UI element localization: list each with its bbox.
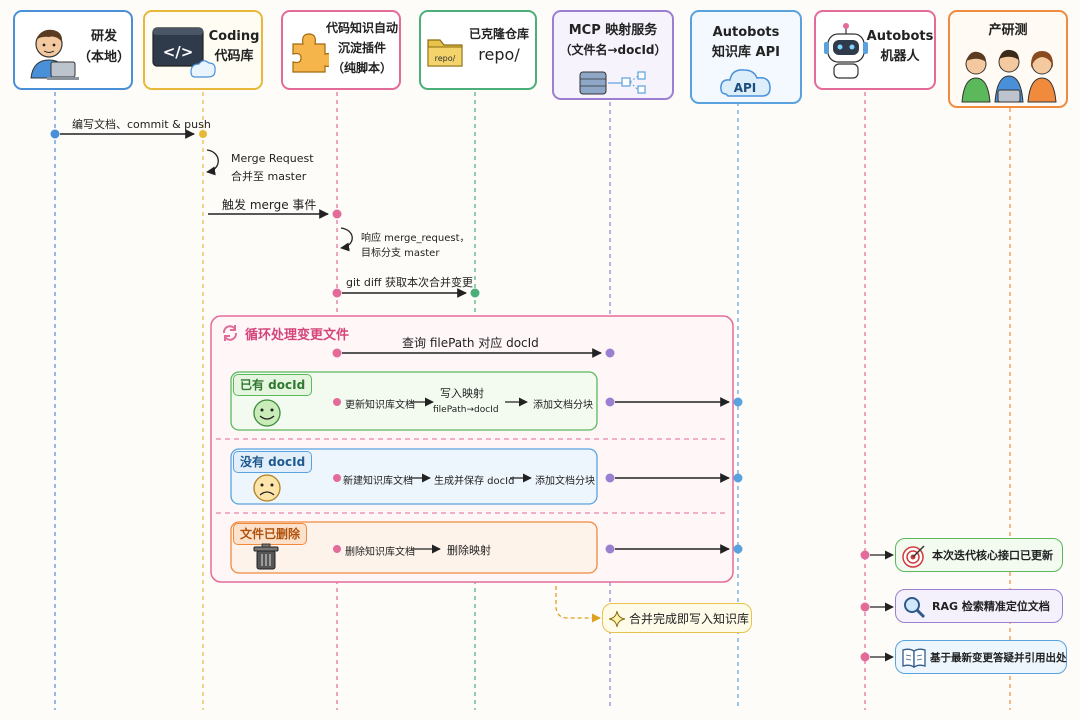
actor-kb-api: Autobots 知识库 API API	[690, 10, 802, 104]
actor-dev-subtitle: （本地）	[77, 50, 130, 65]
benefit-note-3: 基于最新变更答疑并引用出处	[895, 640, 1067, 674]
msg-git-diff: git diff 获取本次合并变更	[346, 276, 473, 289]
msg-trigger: 触发 merge 事件	[222, 198, 317, 212]
loop-icon	[222, 325, 238, 341]
benefit-text-2: RAG 检索精准定位文档	[932, 600, 1050, 613]
actor-kb-api-subtitle: 知识库 API	[712, 45, 780, 60]
actor-repo-subtitle: repo/	[478, 45, 520, 64]
book-icon	[902, 648, 926, 669]
case-tag-new: 没有 docId	[233, 451, 313, 473]
cloud-label: API	[734, 81, 757, 95]
folder-label: repo/	[435, 54, 456, 63]
actor-team-title: 产研测	[988, 23, 1028, 38]
target-icon	[902, 545, 925, 568]
actor-dev: 研发 （本地）	[13, 10, 133, 90]
benefit-text-1: 本次迭代核心接口已更新	[932, 549, 1053, 562]
actor-repo-title: 已克隆仓库	[468, 27, 529, 41]
case-tag-existing: 已有 docId	[233, 374, 313, 396]
case1-step1: 更新知识库文档	[345, 400, 415, 411]
actor-coding: </> Coding 代码库	[143, 10, 263, 90]
actor-bot-subtitle: 机器人	[880, 49, 920, 64]
msg-mr-line2: 合并至 master	[231, 170, 307, 183]
sparkle-icon	[609, 611, 625, 627]
case2-step3: 添加文档分块	[535, 476, 595, 487]
code-window-icon: </>	[152, 27, 216, 78]
actor-mcp-title: MCP 映射服务	[568, 23, 658, 38]
case-box-new	[230, 448, 598, 505]
developer-icon	[30, 29, 79, 80]
magnifier-icon	[904, 597, 926, 619]
actor-bot: Autobots 机器人	[814, 10, 936, 90]
actor-kb-api-title: Autobots	[712, 25, 780, 40]
benefit-text-3: 基于最新变更答疑并引用出处	[930, 652, 1067, 664]
actor-repo: repo/ 已克隆仓库 repo/	[419, 10, 537, 90]
actor-bot-title: Autobots	[866, 29, 934, 44]
case-box-deleted	[230, 521, 598, 574]
team-icon	[961, 49, 1057, 103]
actor-coding-subtitle: 代码库	[214, 49, 254, 64]
puzzle-icon	[292, 33, 329, 73]
actor-team: 产研测	[948, 10, 1068, 108]
benefit-note-1: 本次迭代核心接口已更新	[895, 538, 1063, 572]
robot-icon	[824, 23, 868, 79]
folder-icon: repo/	[427, 39, 463, 67]
actor-mcp: MCP 映射服务 （文件名→docId）	[552, 10, 674, 100]
msg-respond-line1: 响应 merge_request，	[361, 233, 470, 244]
actor-dev-title: 研发	[90, 29, 117, 44]
loop-label: 循环处理变更文件	[245, 328, 350, 343]
done-note-text: 合并完成即写入知识库	[629, 612, 750, 626]
case-tag-deleted: 文件已删除	[233, 523, 308, 545]
msg-commit: 编写文档、commit & push	[72, 118, 211, 131]
done-note: 合并完成即写入知识库	[602, 603, 752, 633]
case1-step2-sub: filePath→docId	[433, 405, 499, 415]
msg-respond-line2: 目标分支 master	[361, 248, 440, 259]
actor-plugin-title: 代码知识自动	[325, 21, 398, 35]
case3-step1: 删除知识库文档	[345, 547, 415, 558]
case-box-existing	[230, 371, 598, 431]
case1-step3: 添加文档分块	[533, 400, 593, 411]
case2-step2: 生成并保存 docId	[434, 476, 515, 487]
benefit-note-2: RAG 检索精准定位文档	[895, 589, 1063, 623]
actor-mcp-subtitle: （文件名→docId）	[559, 43, 667, 57]
msg-query: 查询 filePath 对应 docId	[402, 336, 539, 350]
cloud-icon: API	[720, 69, 771, 97]
svg-text:</>: </>	[163, 43, 194, 61]
smile-face-icon	[253, 399, 281, 427]
case1-step2: 写入映射	[440, 387, 484, 400]
msg-mr-line1: Merge Request	[231, 152, 314, 165]
case3-step2: 删除映射	[447, 544, 491, 557]
mapping-server-icon	[579, 71, 646, 95]
actor-coding-title: Coding	[208, 29, 260, 44]
actor-plugin: 代码知识自动 沉淀插件 （纯脚本）	[281, 10, 401, 90]
actor-plugin-subtitle2: （纯脚本）	[331, 61, 392, 75]
actor-plugin-subtitle: 沉淀插件	[337, 41, 386, 55]
sad-face-icon	[253, 474, 281, 502]
case2-step1: 新建知识库文档	[343, 476, 413, 487]
trash-icon	[253, 543, 279, 570]
